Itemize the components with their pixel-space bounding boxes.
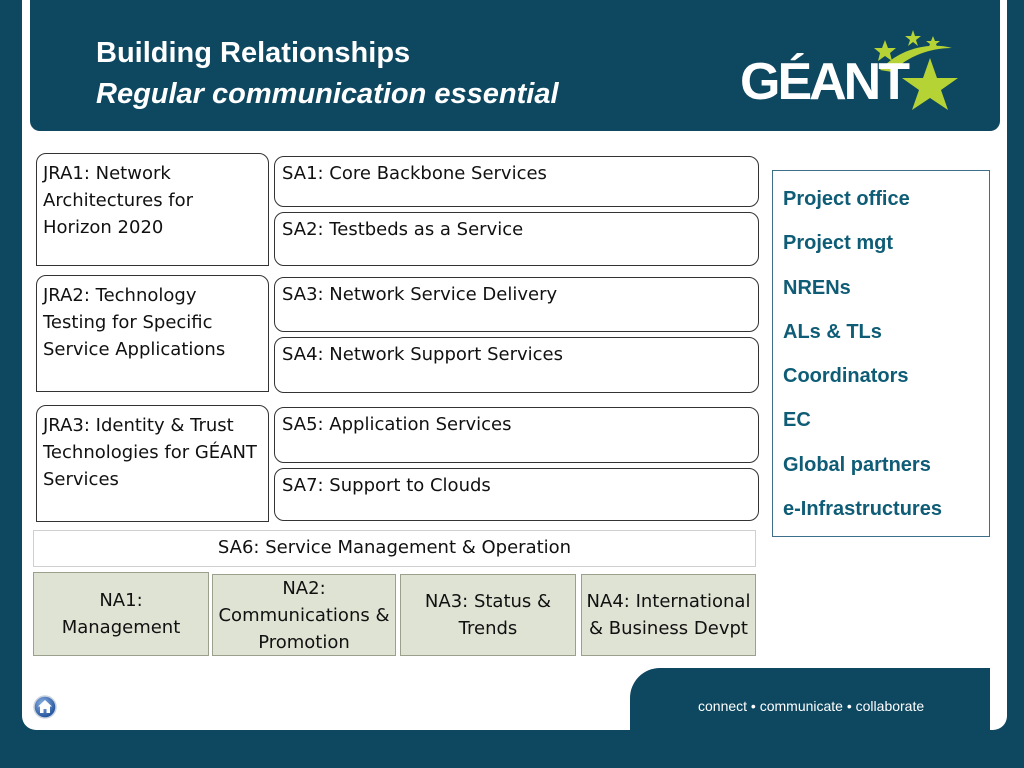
jra2-box: JRA2: Technology Testing for Specific Se… bbox=[36, 275, 269, 392]
sa7-box: SA7: Support to Clouds bbox=[274, 468, 759, 521]
na4-box: NA4: International & Business Devpt bbox=[581, 574, 756, 656]
home-icon bbox=[33, 695, 57, 719]
role-item: e-Infrastructures bbox=[783, 498, 942, 521]
role-item: Coordinators bbox=[783, 365, 909, 388]
slide-title: Building Relationships bbox=[96, 37, 411, 69]
sa4-box: SA4: Network Support Services bbox=[274, 337, 759, 393]
sa6-bar: SA6: Service Management & Operation bbox=[33, 530, 756, 567]
role-item: ALs & TLs bbox=[783, 320, 882, 343]
home-button[interactable] bbox=[33, 695, 57, 719]
na4-label: NA4: International & Business Devpt bbox=[586, 591, 751, 639]
role-item: EC bbox=[783, 409, 811, 432]
stakeholder-list: Project office Project mgt NRENs ALs & T… bbox=[772, 170, 990, 537]
jra1-box: JRA1: Network Architectures for Horizon … bbox=[36, 153, 269, 266]
role-item: Project mgt bbox=[783, 232, 894, 255]
na3-box: NA3: Status & Trends bbox=[400, 574, 576, 656]
footer-tab bbox=[630, 668, 990, 748]
na1-label: NA1: Management bbox=[61, 590, 181, 638]
footer-tagline: connect • communicate • collaborate bbox=[698, 698, 925, 714]
sa1-box: SA1: Core Backbone Services bbox=[274, 156, 759, 207]
slide: Building Relationships Regular communica… bbox=[22, 0, 1007, 730]
sa5-box: SA5: Application Services bbox=[274, 407, 759, 463]
jra3-box: JRA3: Identity & Trust Technologies for … bbox=[36, 405, 269, 522]
header-banner: Building Relationships Regular communica… bbox=[30, 0, 1000, 131]
na2-label: NA2: Communications & Promotion bbox=[218, 577, 390, 653]
na1-box: NA1: Management bbox=[33, 572, 209, 656]
role-item: NRENs bbox=[783, 276, 851, 299]
sa3-box: SA3: Network Service Delivery bbox=[274, 277, 759, 332]
star-icon bbox=[874, 30, 958, 110]
sa2-box: SA2: Testbeds as a Service bbox=[274, 212, 759, 266]
role-item: Global partners bbox=[783, 453, 931, 476]
na2-box: NA2: Communications & Promotion bbox=[212, 574, 396, 656]
slide-subtitle: Regular communication essential bbox=[96, 78, 559, 110]
logo-wordmark: GÉANT bbox=[740, 53, 910, 111]
na3-label: NA3: Status & Trends bbox=[424, 591, 552, 639]
role-item: Project office bbox=[783, 188, 910, 210]
geant-logo: GÉANT bbox=[730, 26, 960, 118]
